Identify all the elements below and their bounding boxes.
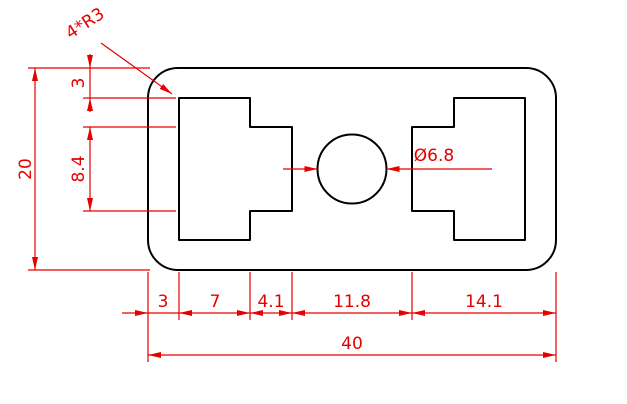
chain-dim-text-3: 3 — [158, 292, 169, 312]
dim-text-overall-height: 20 — [16, 158, 36, 180]
center-hole — [316, 133, 388, 205]
corner-radius-text: 4*R3 — [62, 4, 108, 44]
left-slot-cavity — [178, 97, 293, 241]
chain-dim-text-7: 7 — [210, 292, 221, 312]
profile-outline — [147, 67, 557, 271]
corner-radius-leader — [100, 42, 173, 95]
right-slot-cavity — [411, 97, 526, 241]
profile-geometry — [147, 67, 557, 271]
dimension-lines — [32, 42, 556, 358]
chain-dim-text-14-1: 14.1 — [465, 292, 503, 312]
chain-dim-text-4-1: 4.1 — [257, 292, 284, 312]
dim-text-slot-height: 8.4 — [69, 155, 89, 182]
chain-dim-text-11-8: 11.8 — [333, 292, 371, 312]
dim-text-overall-width: 40 — [341, 334, 363, 354]
hole-dim-text: Ø6.8 — [414, 146, 454, 166]
dim-text-top-offset: 3 — [69, 78, 89, 89]
extension-lines — [28, 67, 557, 362]
dimension-texts: 20 3 8.4 3 7 4.1 11.8 14.1 40 Ø6.8 4*R3 — [16, 4, 503, 354]
